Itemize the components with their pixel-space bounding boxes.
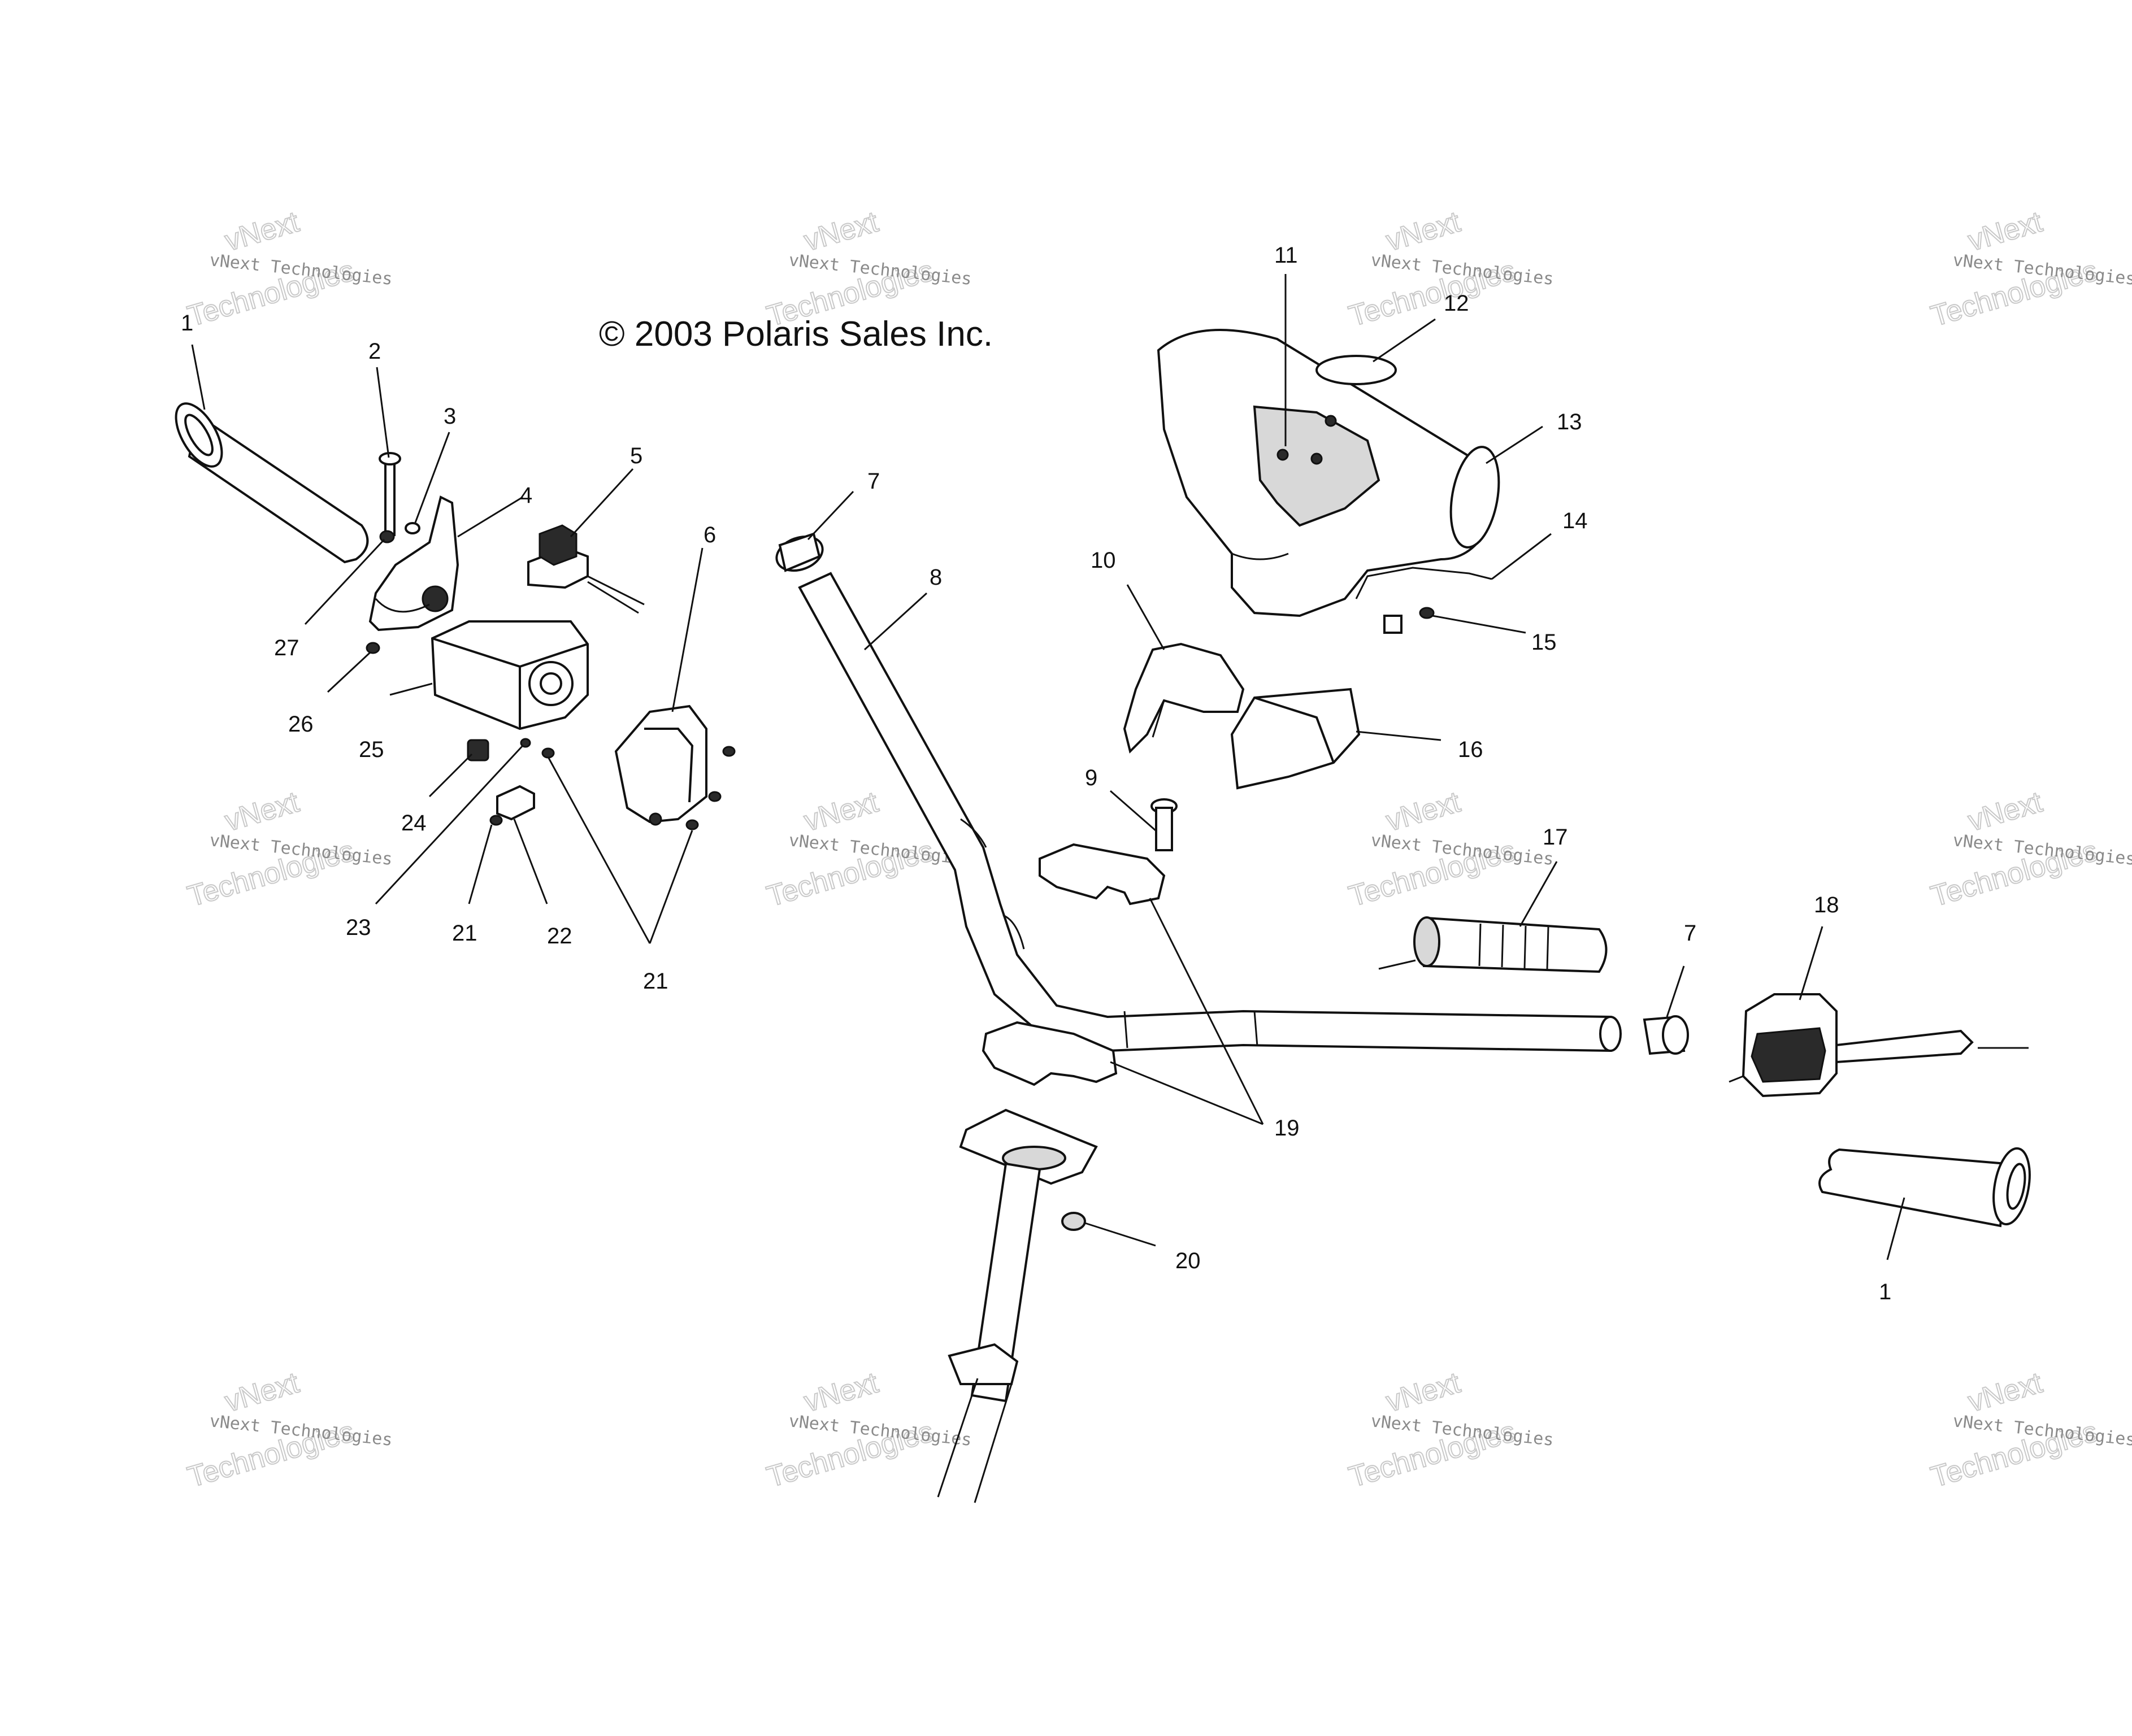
- part-7-bar-end-plug: [1643, 1015, 1689, 1055]
- part-5-switch: [527, 524, 645, 614]
- watermark: vNext Technologies vNext Technologies: [1927, 785, 2132, 914]
- part-1-right-grip: [1818, 1147, 2031, 1228]
- part-21-screw: [489, 815, 503, 826]
- part-3-washer: [405, 522, 420, 534]
- callout-22: 22: [547, 924, 572, 949]
- svg-text:vNext: vNext: [801, 1367, 882, 1419]
- watermark: vNext Technologies vNext Technologies: [1345, 785, 1555, 914]
- part-23-pin: [520, 738, 531, 748]
- part-21-screw: [685, 819, 699, 830]
- watermark: vNext Technologies vNext Technologies: [1345, 1366, 1555, 1495]
- part-18-brake-lever: [1729, 993, 2029, 1098]
- part-25-throttle-housing: [431, 620, 589, 730]
- callout-15: 15: [1531, 630, 1557, 655]
- callout-7-right: 7: [1684, 921, 1696, 946]
- callout-8: 8: [930, 565, 942, 590]
- part-21-screw: [722, 746, 736, 757]
- part-8-handlebar: [798, 572, 1622, 1052]
- callout-16: 16: [1458, 737, 1483, 762]
- part-24-plug: [467, 739, 489, 762]
- callout-9: 9: [1085, 765, 1097, 790]
- copyright-text: © 2003 Polaris Sales Inc.: [599, 315, 993, 354]
- part-14-wire: [1355, 567, 1492, 599]
- svg-text:vNext: vNext: [1965, 786, 2046, 838]
- callout-11: 11: [1274, 243, 1298, 268]
- watermark: vNext Technologies vNext Technologies: [763, 205, 972, 334]
- part-16-cover: [1230, 688, 1361, 790]
- watermark: vNext Technologies vNext Technologies: [1927, 205, 2132, 334]
- part-12-decal: [1315, 355, 1397, 385]
- callout-13: 13: [1557, 410, 1582, 434]
- callout-3: 3: [444, 404, 456, 429]
- svg-text:vNext: vNext: [1383, 786, 1464, 838]
- svg-text:vNext: vNext: [1383, 1367, 1464, 1419]
- part-15-clip: [1383, 615, 1402, 634]
- part-15-screw: [1419, 607, 1435, 619]
- part-11-mounting-holes: [1276, 415, 1337, 465]
- callout-12: 12: [1444, 291, 1469, 316]
- callout-21-right: 21: [643, 969, 668, 994]
- callout-labels: 1 2 3 4 5 6 7 8 9 10 11 12 13 14 15 16 1…: [181, 243, 1891, 1304]
- part-2-screw: [379, 452, 401, 536]
- part-17-grip-heater: [1378, 916, 1608, 973]
- part-7-bar-end-plug: [775, 532, 824, 572]
- part-1-left-grip: [175, 402, 369, 564]
- watermark: vNext Technologies vNext Technologies: [184, 785, 393, 914]
- part-21-screw: [541, 747, 555, 759]
- svg-text:vNext: vNext: [1965, 206, 2046, 258]
- part-22-cover: [496, 785, 535, 821]
- callout-2: 2: [368, 339, 381, 364]
- callout-21-left: 21: [452, 921, 477, 946]
- callout-7-left: 7: [867, 469, 880, 494]
- svg-text:vNext: vNext: [222, 206, 303, 258]
- svg-text:vNext: vNext: [1965, 1367, 2046, 1419]
- callout-1-left: 1: [181, 311, 193, 336]
- svg-text:vNext: vNext: [1383, 206, 1464, 258]
- callout-25: 25: [359, 737, 384, 762]
- callout-23: 23: [346, 915, 371, 940]
- callout-1-right: 1: [1879, 1280, 1891, 1304]
- steering-post: [937, 1108, 1098, 1503]
- callout-19: 19: [1274, 1116, 1300, 1141]
- watermark: vNext Technologies vNext Technologies: [184, 1366, 393, 1495]
- part-20-nut: [1061, 1212, 1086, 1231]
- svg-text:vNext: vNext: [222, 1367, 303, 1419]
- watermark: vNext Technologies vNext Technologies: [763, 1366, 972, 1495]
- part-10-lower-cover: [1123, 642, 1245, 754]
- part-19-lower-clamp: [982, 1021, 1118, 1086]
- callout-18: 18: [1814, 893, 1839, 917]
- callout-14: 14: [1562, 508, 1588, 533]
- svg-text:vNext: vNext: [801, 206, 882, 258]
- callout-27: 27: [274, 636, 299, 660]
- callout-20: 20: [1175, 1248, 1201, 1273]
- callout-10: 10: [1091, 548, 1116, 573]
- watermark: vNext Technologies vNext Technologies: [184, 205, 393, 334]
- svg-text:vNext: vNext: [222, 786, 303, 838]
- part-19-upper-clamp: [1039, 843, 1166, 906]
- part-9-bolt: [1150, 798, 1178, 851]
- part-4-throttle-lever: [368, 495, 459, 632]
- watermark: vNext Technologies vNext Technologies: [1927, 1366, 2132, 1495]
- callout-5: 5: [630, 443, 642, 468]
- part-26-screw: [366, 642, 380, 654]
- callout-6: 6: [704, 523, 716, 547]
- callout-4: 4: [520, 483, 532, 508]
- svg-text:vNext: vNext: [801, 786, 882, 838]
- part-6-throttle-cover: [614, 704, 707, 826]
- leader-lines: [191, 274, 1905, 1260]
- callout-24: 24: [401, 811, 427, 836]
- callout-17: 17: [1543, 825, 1568, 850]
- part-21-screw: [708, 791, 722, 802]
- callout-26: 26: [288, 712, 314, 737]
